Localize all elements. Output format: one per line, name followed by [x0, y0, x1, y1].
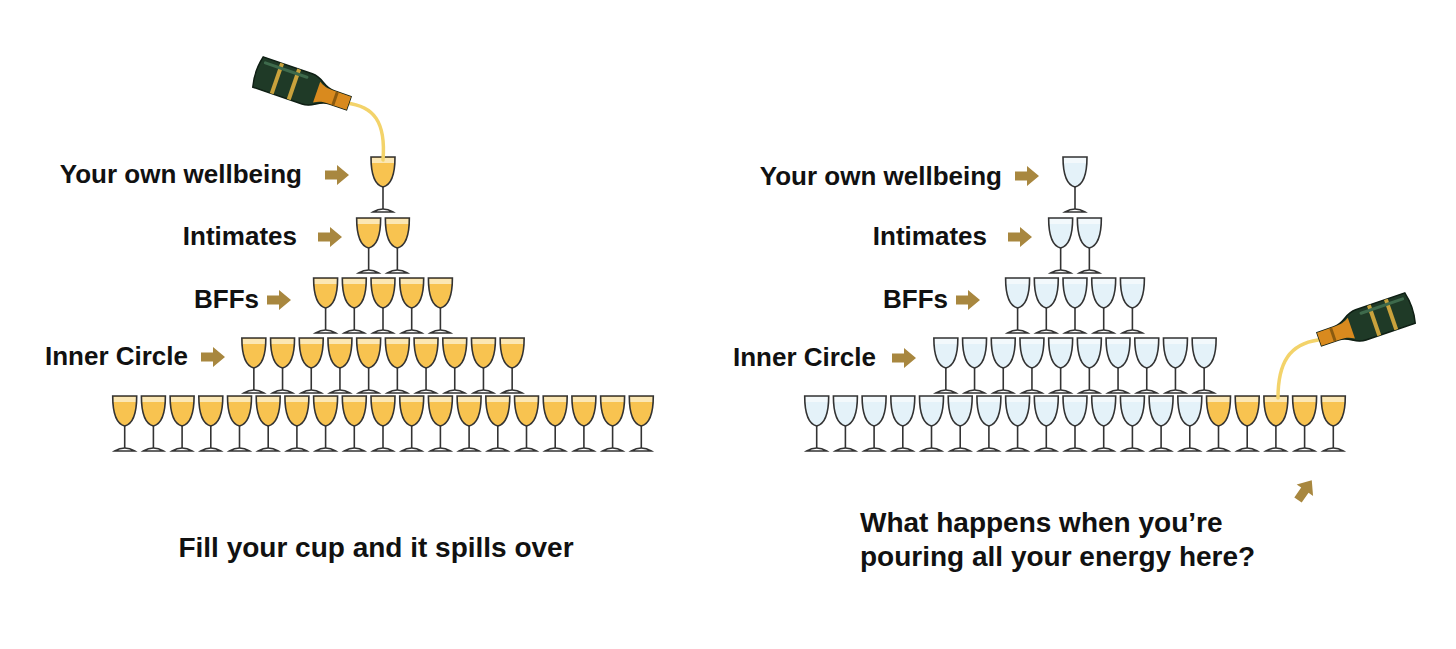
wine-glass — [1077, 338, 1101, 393]
pointer-arrow — [267, 290, 291, 310]
wine-glass — [1293, 396, 1317, 451]
wine-glass — [948, 396, 972, 451]
wine-glass — [141, 396, 165, 451]
wine-glass — [977, 396, 1001, 451]
wine-glass — [1135, 338, 1159, 393]
wine-glass — [342, 396, 366, 451]
wine-glass — [314, 396, 338, 451]
wine-glass — [428, 396, 452, 451]
wine-glass — [920, 396, 944, 451]
wine-glass — [572, 396, 596, 451]
wine-glass — [113, 396, 137, 451]
wine-glass — [299, 338, 323, 393]
wine-glass — [833, 396, 857, 451]
tier-label: Your own wellbeing — [760, 161, 1002, 192]
wine-glass — [1063, 278, 1087, 333]
wine-glass — [1006, 278, 1030, 333]
tier-label: Inner Circle — [45, 341, 188, 372]
wine-glass — [1063, 396, 1087, 451]
wine-glass — [1092, 278, 1116, 333]
wine-glass — [228, 396, 252, 451]
wine-glass — [371, 396, 395, 451]
wine-glass — [314, 278, 338, 333]
wine-glass — [242, 338, 266, 393]
pointer-arrow — [892, 348, 916, 368]
wine-glass — [471, 338, 495, 393]
wine-glass — [385, 218, 409, 273]
wine-glass — [414, 338, 438, 393]
pointer-arrow — [1015, 166, 1039, 186]
wine-glass — [500, 338, 524, 393]
wine-glass — [891, 396, 915, 451]
wine-glass — [256, 396, 280, 451]
wine-glass — [342, 278, 366, 333]
wine-glass — [428, 278, 452, 333]
wine-glass — [1120, 278, 1144, 333]
wine-glass — [1235, 396, 1259, 451]
wine-glass — [371, 157, 395, 212]
wine-glass — [1034, 396, 1058, 451]
wine-glass — [357, 338, 381, 393]
wine-glass — [1020, 338, 1044, 393]
tier-label: Intimates — [183, 221, 297, 252]
wine-glass — [862, 396, 886, 451]
wine-glass — [1034, 278, 1058, 333]
pointer-arrow — [1008, 227, 1032, 247]
wine-glass — [805, 396, 829, 451]
wine-glass — [1049, 218, 1073, 273]
pointer-arrow — [318, 227, 342, 247]
wine-glass — [1063, 157, 1087, 212]
wine-glass — [515, 396, 539, 451]
wine-glass — [385, 338, 409, 393]
pointer-arrow — [956, 290, 980, 310]
wine-glass — [1149, 396, 1173, 451]
tier-label: Intimates — [873, 221, 987, 252]
wine-glass — [934, 338, 958, 393]
wine-glass — [400, 396, 424, 451]
tier-label: Your own wellbeing — [60, 159, 302, 190]
wine-glass — [1092, 396, 1116, 451]
champagne-bottle — [251, 56, 354, 118]
wine-glass — [457, 396, 481, 451]
wine-glass — [170, 396, 194, 451]
wine-glass — [357, 218, 381, 273]
wine-glass — [1178, 396, 1202, 451]
pour-stream — [346, 103, 383, 160]
wine-glass — [1207, 396, 1231, 451]
wine-glass — [1163, 338, 1187, 393]
tier-label: BFFs — [194, 284, 259, 315]
wine-glass — [1321, 396, 1345, 451]
wine-glass — [1120, 396, 1144, 451]
wine-glass — [991, 338, 1015, 393]
wine-glass — [199, 396, 223, 451]
wine-glass — [328, 338, 352, 393]
wine-glass — [1264, 396, 1288, 451]
champagne-bottle — [1314, 292, 1417, 354]
wine-glass — [371, 278, 395, 333]
caption: Fill your cup and it spills over — [178, 531, 573, 565]
wine-glass — [285, 396, 309, 451]
wine-glass — [963, 338, 987, 393]
wine-glass — [1006, 396, 1030, 451]
wine-glass — [1192, 338, 1216, 393]
pour-stream — [1278, 340, 1318, 398]
wine-glass — [1049, 338, 1073, 393]
wine-glass — [601, 396, 625, 451]
pointer-arrow — [201, 347, 225, 367]
wine-glass — [543, 396, 567, 451]
tier-label: Inner Circle — [733, 342, 876, 373]
wine-glass — [1077, 218, 1101, 273]
wine-glass — [400, 278, 424, 333]
pointer-arrow — [1290, 475, 1320, 506]
wine-glass — [1106, 338, 1130, 393]
wine-glass — [629, 396, 653, 451]
wine-glass — [443, 338, 467, 393]
pointer-arrow — [325, 165, 349, 185]
caption: What happens when you’re pouring all you… — [860, 506, 1320, 573]
wine-glass — [486, 396, 510, 451]
wine-glass — [271, 338, 295, 393]
tier-label: BFFs — [883, 284, 948, 315]
